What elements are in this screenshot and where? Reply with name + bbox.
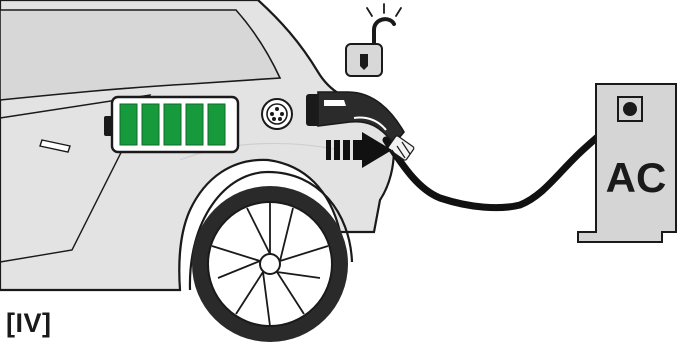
wheel-icon xyxy=(188,170,354,342)
battery-cell xyxy=(141,103,160,146)
plug-in-arrow-icon xyxy=(326,132,392,168)
battery-cell xyxy=(119,103,138,146)
charging-port-icon xyxy=(261,98,293,130)
battery-cell xyxy=(207,103,226,146)
ac-wallbox-icon: AC xyxy=(577,83,677,243)
unlocked-padlock-icon xyxy=(345,3,402,77)
battery-cell xyxy=(185,103,204,146)
battery-full-icon xyxy=(104,95,240,154)
step-label: [IV] xyxy=(6,308,52,338)
charging-cable-icon xyxy=(382,109,636,212)
charger-label: AC xyxy=(606,154,667,201)
battery-cells xyxy=(119,103,226,146)
battery-cell xyxy=(163,103,182,146)
charging-plug-icon xyxy=(306,91,415,163)
